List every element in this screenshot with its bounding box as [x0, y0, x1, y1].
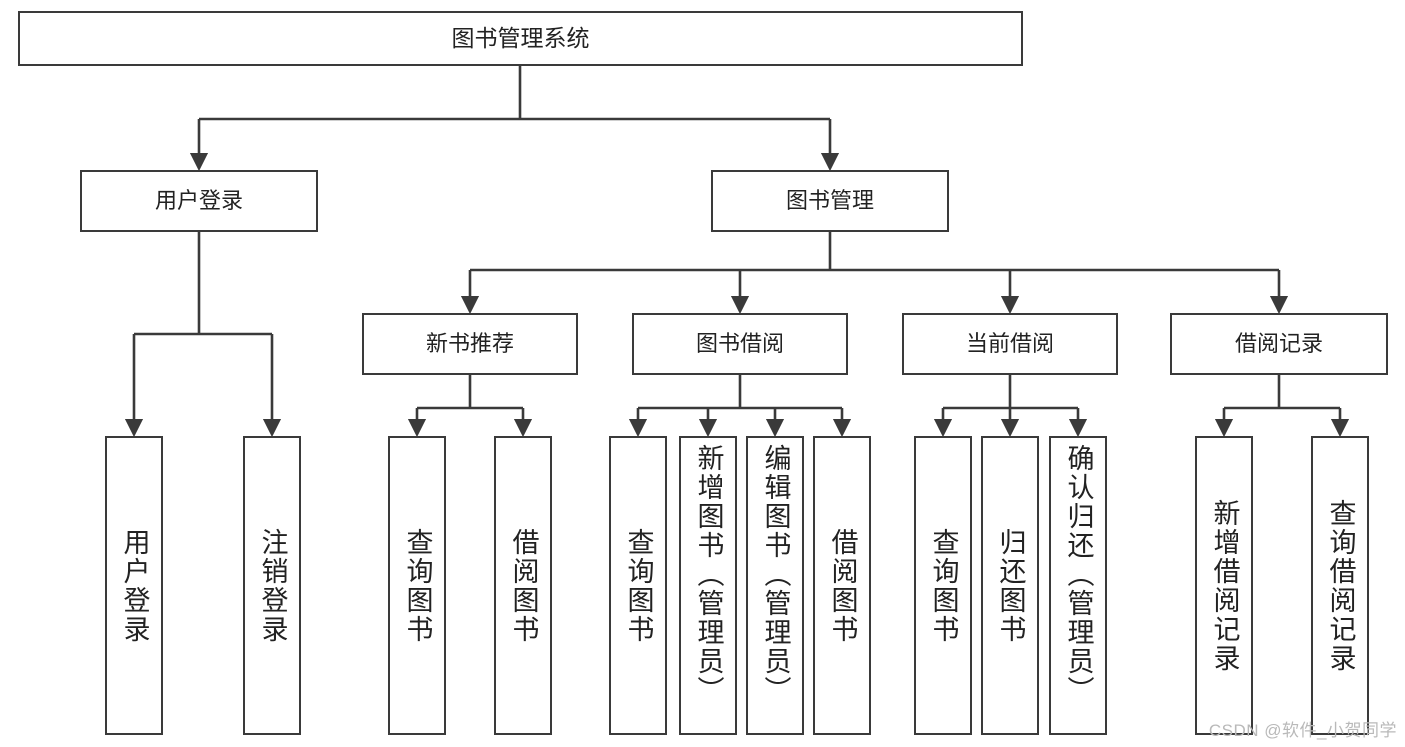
node-label: 新增图书（管理员）: [693, 444, 724, 705]
node-label: 借阅图书: [508, 527, 539, 644]
node-label: 借阅图书: [827, 527, 858, 644]
node-label: 新书推荐: [425, 331, 514, 357]
node-label: 图书管理系统: [451, 24, 590, 51]
leaf-book-borrow-borrow-book[interactable]: 借阅图书: [813, 436, 871, 735]
node-root-library-management-system[interactable]: 图书管理系统: [18, 11, 1023, 66]
leaf-book-borrow-query-book[interactable]: 查询图书: [609, 436, 667, 735]
node-book-borrowing[interactable]: 图书借阅: [632, 313, 848, 375]
leaf-user-login-login[interactable]: 用户登录: [105, 436, 163, 735]
node-label: 查询借阅记录: [1325, 498, 1356, 673]
node-label: 注销登录: [257, 527, 288, 644]
node-label: 查询图书: [402, 527, 433, 644]
leaf-new-book-query-book[interactable]: 查询图书: [388, 436, 446, 735]
node-label: 用户登录: [119, 527, 150, 644]
leaf-current-borrow-confirm-return-admin[interactable]: 确认归还（管理员）: [1049, 436, 1107, 735]
node-new-book-recommendation[interactable]: 新书推荐: [362, 313, 578, 375]
node-label: 图书管理: [785, 188, 874, 214]
node-label: 用户登录: [154, 188, 243, 214]
leaf-user-login-logout[interactable]: 注销登录: [243, 436, 301, 735]
node-label: 编辑图书（管理员）: [760, 444, 791, 705]
node-user-login[interactable]: 用户登录: [80, 170, 318, 232]
node-current-borrowing[interactable]: 当前借阅: [902, 313, 1118, 375]
leaf-new-book-borrow-book[interactable]: 借阅图书: [494, 436, 552, 735]
node-label: 归还图书: [995, 527, 1026, 644]
node-label: 新增借阅记录: [1209, 498, 1240, 673]
node-label: 借阅记录: [1234, 331, 1323, 357]
leaf-current-borrow-query-book[interactable]: 查询图书: [914, 436, 972, 735]
leaf-borrow-record-query-record[interactable]: 查询借阅记录: [1311, 436, 1369, 735]
leaf-book-borrow-add-book-admin[interactable]: 新增图书（管理员）: [679, 436, 737, 735]
node-label: 查询图书: [623, 527, 654, 644]
node-borrowing-record[interactable]: 借阅记录: [1170, 313, 1388, 375]
node-label: 图书借阅: [695, 331, 784, 357]
node-book-management[interactable]: 图书管理: [711, 170, 949, 232]
node-label: 确认归还（管理员）: [1063, 444, 1094, 705]
node-label: 当前借阅: [965, 331, 1054, 357]
leaf-borrow-record-add-record[interactable]: 新增借阅记录: [1195, 436, 1253, 735]
node-label: 查询图书: [928, 527, 959, 644]
leaf-book-borrow-edit-book-admin[interactable]: 编辑图书（管理员）: [746, 436, 804, 735]
leaf-current-borrow-return-book[interactable]: 归还图书: [981, 436, 1039, 735]
